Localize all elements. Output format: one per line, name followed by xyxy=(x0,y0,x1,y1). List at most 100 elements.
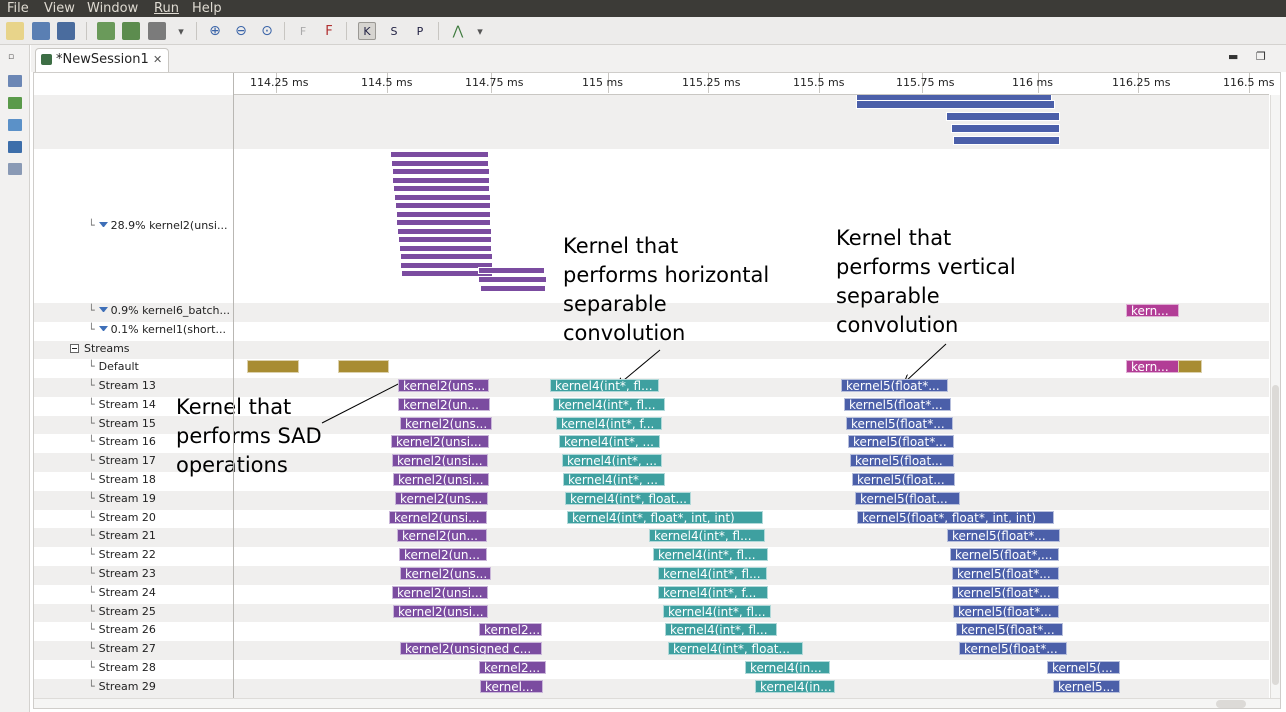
kernel-bar[interactable] xyxy=(397,227,492,235)
export-icon[interactable] xyxy=(122,22,140,40)
table-icon[interactable] xyxy=(8,119,22,131)
pane-divider[interactable] xyxy=(233,73,234,698)
stream-kernel-bar[interactable]: kernel5... xyxy=(1053,679,1120,693)
stream-kernel-bar[interactable]: kernel4(in... xyxy=(755,679,835,693)
analysis-icon[interactable] xyxy=(8,75,22,87)
kernel-bar[interactable] xyxy=(395,202,491,209)
kernel-bar[interactable] xyxy=(946,112,1060,121)
default-bar[interactable] xyxy=(247,360,299,373)
kernel-bar[interactable] xyxy=(392,168,490,175)
stream-kernel-bar[interactable]: kernel4(int*, f... xyxy=(556,416,662,430)
settings-icon[interactable] xyxy=(148,22,166,40)
stream-kernel-bar[interactable]: kernel5(float*... xyxy=(844,397,951,411)
kernel-bar[interactable] xyxy=(396,210,491,218)
zoom-out-icon[interactable]: ⊖ xyxy=(235,23,247,39)
kernel-bar[interactable] xyxy=(480,285,546,292)
close-icon[interactable]: ✕ xyxy=(153,53,163,66)
vertical-scroll-thumb[interactable] xyxy=(1272,385,1279,685)
console-icon[interactable] xyxy=(8,141,22,153)
stream-kernel-bar[interactable]: kernel2(unsigned c... xyxy=(400,642,542,656)
process-view-icon[interactable]: P xyxy=(416,24,424,38)
stream-view-icon[interactable]: S xyxy=(390,24,398,38)
kernel-bar[interactable] xyxy=(856,100,1055,109)
stream-kernel-bar[interactable]: kernel4(int*, float... xyxy=(565,491,691,505)
stream-kernel-bar[interactable]: kernel4(int*, float... xyxy=(668,642,803,656)
save-icon[interactable] xyxy=(32,22,50,40)
menu-view[interactable]: View xyxy=(44,1,75,16)
stream-kernel-bar[interactable]: kernel4(int*, f... xyxy=(658,585,768,599)
filter-icon[interactable]: F xyxy=(299,24,307,38)
stream-kernel-bar[interactable]: kernel2(unsi... xyxy=(393,473,489,486)
kernel-bar[interactable] xyxy=(398,236,492,243)
stream-kernel-bar[interactable]: kernel5(float*... xyxy=(959,642,1067,656)
collapse-icon[interactable] xyxy=(70,344,79,353)
default-bar[interactable] xyxy=(338,360,389,373)
stream-kernel-bar[interactable]: kernel2(unsi... xyxy=(391,435,489,449)
stream-kernel-bar[interactable]: kernel2(unsi... xyxy=(392,454,488,468)
stream-kernel-bar[interactable]: kernel4(int*, fl... xyxy=(550,379,659,392)
kernel-bar[interactable] xyxy=(400,261,493,269)
kernel-bar[interactable] xyxy=(951,124,1060,133)
kernel6-bar[interactable]: kern... xyxy=(1126,304,1179,317)
stream-kernel-bar[interactable]: kernel2(unsi... xyxy=(389,510,487,524)
stream-kernel-bar[interactable]: kernel5(float*... xyxy=(952,585,1059,599)
stream-kernel-bar[interactable]: kernel... xyxy=(480,679,543,693)
kernel-bar[interactable] xyxy=(399,244,492,252)
minimize-icon[interactable]: ▬ xyxy=(1228,50,1239,63)
kernel-bar[interactable] xyxy=(478,267,545,274)
kernel-bar[interactable] xyxy=(390,151,489,158)
stream-kernel-bar[interactable]: kernel2... xyxy=(479,661,546,674)
kernel-bar[interactable] xyxy=(391,159,489,167)
kernel-bar[interactable] xyxy=(392,176,490,184)
kernel-bar[interactable] xyxy=(394,193,491,201)
stream-kernel-bar[interactable]: kernel5(float*... xyxy=(947,529,1060,543)
stream-kernel-bar[interactable]: kernel5(float*... xyxy=(952,567,1059,580)
kernel-bar[interactable] xyxy=(400,253,493,260)
menu-window[interactable]: Window xyxy=(87,1,139,16)
stream-kernel-bar[interactable]: kernel2(un... xyxy=(398,397,490,411)
kernel-bar[interactable] xyxy=(393,185,490,192)
stream-kernel-bar[interactable]: kernel5(float... xyxy=(852,473,955,486)
filter-clear-icon[interactable]: F xyxy=(325,23,333,39)
stream-kernel-bar[interactable]: kernel5(... xyxy=(1047,661,1120,674)
stream-kernel-bar[interactable]: kernel5(float... xyxy=(855,491,960,505)
stream-kernel-bar[interactable]: kernel4(int*, fl... xyxy=(665,623,777,637)
stream-kernel-bar[interactable]: kernel2(uns... xyxy=(400,416,492,430)
chevron-down-icon[interactable]: ▾ xyxy=(477,24,483,38)
save-as-icon[interactable] xyxy=(57,22,75,40)
kernel-bar[interactable] xyxy=(396,219,491,226)
stream-kernel-bar[interactable]: kernel4(int*, fl... xyxy=(649,529,765,543)
row-label-streams[interactable]: Streams xyxy=(70,342,130,355)
maximize-icon[interactable]: ❐ xyxy=(1256,50,1266,63)
default-bar[interactable] xyxy=(1178,360,1202,373)
stream-kernel-bar[interactable]: kernel4(int*, ... xyxy=(563,473,665,486)
stream-kernel-bar[interactable]: kernel2(uns... xyxy=(400,567,491,580)
folder-icon[interactable] xyxy=(8,97,22,109)
stream-kernel-bar[interactable]: kernel2(unsi... xyxy=(392,585,488,599)
stream-kernel-bar[interactable]: kernel4(int*, fl... xyxy=(653,548,768,562)
restore-icon[interactable]: ▫ xyxy=(8,52,15,62)
kernel-bar[interactable] xyxy=(478,276,547,283)
menu-file[interactable]: File xyxy=(7,1,29,16)
stream-kernel-bar[interactable]: kernel2(uns... xyxy=(395,491,488,505)
horizontal-scroll-thumb[interactable] xyxy=(1216,700,1246,708)
filter-icon[interactable] xyxy=(98,325,108,335)
zoom-in-icon[interactable]: ⊕ xyxy=(209,23,221,39)
default-bar[interactable]: kern... xyxy=(1126,360,1179,373)
stream-kernel-bar[interactable]: kernel2(un... xyxy=(397,529,487,543)
menu-help[interactable]: Help xyxy=(192,1,222,16)
filter-icon[interactable] xyxy=(98,221,108,231)
stream-kernel-bar[interactable]: kernel2(un... xyxy=(399,548,487,562)
zoom-fit-icon[interactable]: ⊙ xyxy=(261,23,273,39)
stream-kernel-bar[interactable]: kernel2... xyxy=(479,623,542,637)
import-icon[interactable] xyxy=(97,22,115,40)
kernel-view-icon[interactable]: K xyxy=(358,22,376,40)
stream-kernel-bar[interactable]: kernel4(int*, float*, int, int) xyxy=(567,510,763,524)
kernel-bar[interactable] xyxy=(953,136,1060,145)
details-icon[interactable] xyxy=(8,163,22,175)
filter-icon[interactable] xyxy=(98,306,108,316)
stream-kernel-bar[interactable]: kernel5(float*... xyxy=(841,379,948,392)
stream-kernel-bar[interactable]: kernel4(in... xyxy=(745,661,830,674)
vertical-scrollbar[interactable] xyxy=(1270,95,1280,698)
stream-kernel-bar[interactable]: kernel4(int*, ... xyxy=(559,435,660,449)
